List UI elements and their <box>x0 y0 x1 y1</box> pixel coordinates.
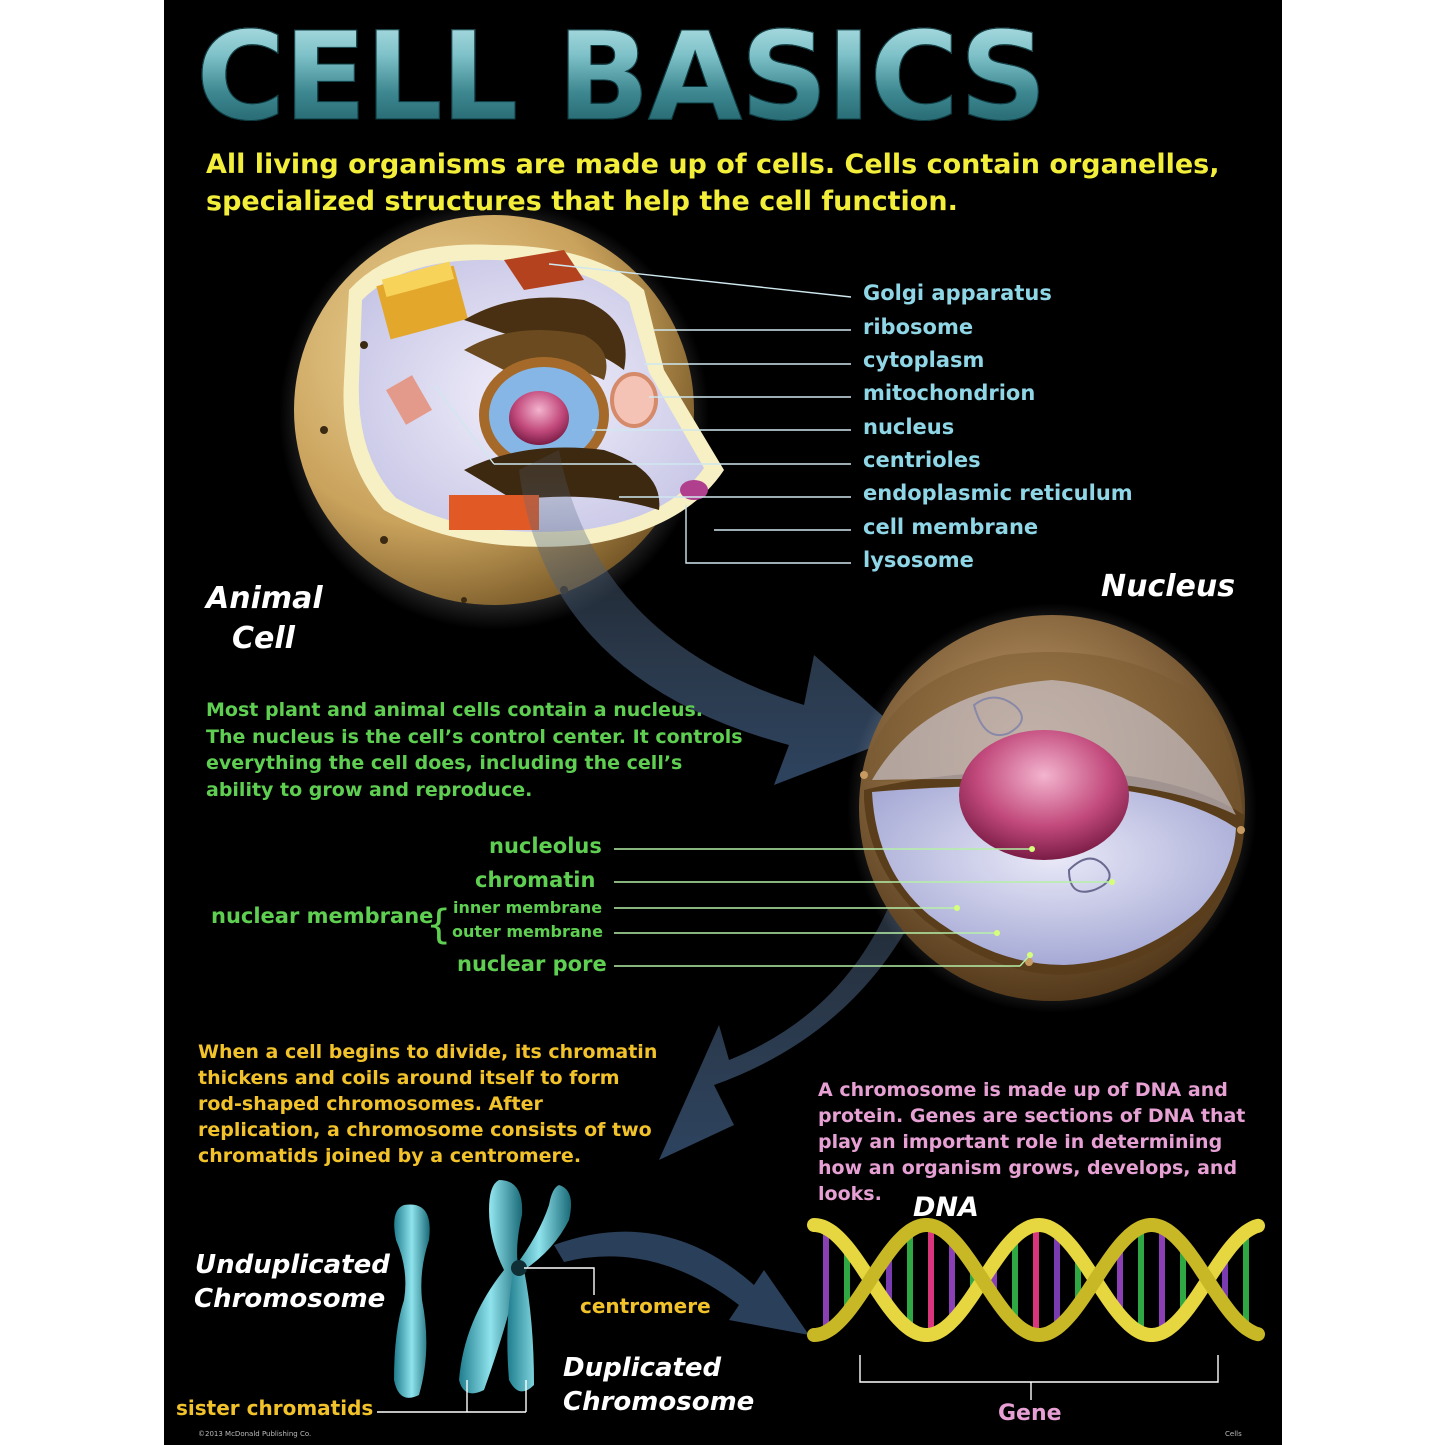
nucleus-label-dots <box>954 846 1115 958</box>
label-centrioles: centrioles <box>863 448 981 472</box>
animal-cell-illustration <box>279 200 724 630</box>
nucleus-heading: Nucleus <box>1101 569 1236 604</box>
label-nuclear-membrane: nuclear membrane <box>211 904 434 928</box>
label-inner-membrane: inner membrane <box>453 898 603 917</box>
dna-strand <box>807 1217 1265 1342</box>
footer-topic: Cells <box>1225 1430 1242 1438</box>
poster: { CELL BASICS All living organisms are m… <box>164 0 1282 1445</box>
nucleus-illustration <box>847 603 1257 1013</box>
dna-description: A chromosome is made up of DNA and prote… <box>818 1079 1246 1205</box>
nucleus-description: Most plant and animal cells contain a nu… <box>206 699 743 801</box>
label-chromatin: chromatin <box>475 868 596 892</box>
label-cytoplasm: cytoplasm <box>863 348 985 372</box>
nucleus-leader-lines <box>614 848 1112 967</box>
label-nucleolus: nucleolus <box>489 834 602 858</box>
label-nucleus: nucleus <box>863 415 955 439</box>
dna-strand <box>807 1218 1265 1343</box>
unduplicated-heading-line2: Chromosome <box>194 1284 386 1314</box>
illustrations: { <box>279 200 1265 1413</box>
unduplicated-chromosome-illustration <box>394 1204 430 1398</box>
duplicated-heading-line1: Duplicated <box>563 1353 722 1383</box>
label-ribosome: ribosome <box>863 315 974 339</box>
arrow-cell-to-nucleus <box>519 450 904 785</box>
animal-cell-heading-line1: Animal <box>206 581 323 616</box>
label-golgi-apparatus: Golgi apparatus <box>863 281 1052 305</box>
label-centromere: centromere <box>580 1294 711 1318</box>
duplicated-heading-line2: Chromosome <box>563 1387 755 1417</box>
copyright: ©2013 McDonald Publishing Co. <box>198 1430 312 1438</box>
dna-heading: DNA <box>913 1192 979 1223</box>
arrow-nucleus-to-chromosome <box>659 760 964 1160</box>
label-gene: Gene <box>998 1401 1062 1426</box>
dna-helix-illustration <box>807 1217 1265 1343</box>
animal-cell-heading-line2: Cell <box>232 621 295 656</box>
label-sister-chromatids: sister chromatids <box>176 1396 374 1420</box>
label-nuclear-pore: nuclear pore <box>457 952 607 976</box>
label-endoplasmic-reticulum: endoplasmic reticulum <box>863 481 1133 505</box>
animal-cell-leader-lines <box>433 263 852 564</box>
membrane-brace: { <box>426 902 451 948</box>
gene-bracket <box>859 1355 1219 1400</box>
arrow-chromosome-to-dna <box>554 1231 809 1335</box>
label-outer-membrane: outer membrane <box>452 922 603 941</box>
label-mitochondrion: mitochondrion <box>863 381 1036 405</box>
poster-title: CELL BASICS <box>195 2 1047 152</box>
unduplicated-heading-line1: Unduplicated <box>195 1250 390 1280</box>
duplicated-chromosome-illustration <box>459 1180 572 1394</box>
label-cell-membrane: cell membrane <box>863 515 1039 539</box>
label-lysosome: lysosome <box>863 548 974 572</box>
chromosome-description: When a cell begins to divide, its chroma… <box>198 1041 658 1167</box>
intro-text: All living organisms are made up of cell… <box>206 149 1220 217</box>
chromosome-leader-lines <box>377 1267 595 1413</box>
